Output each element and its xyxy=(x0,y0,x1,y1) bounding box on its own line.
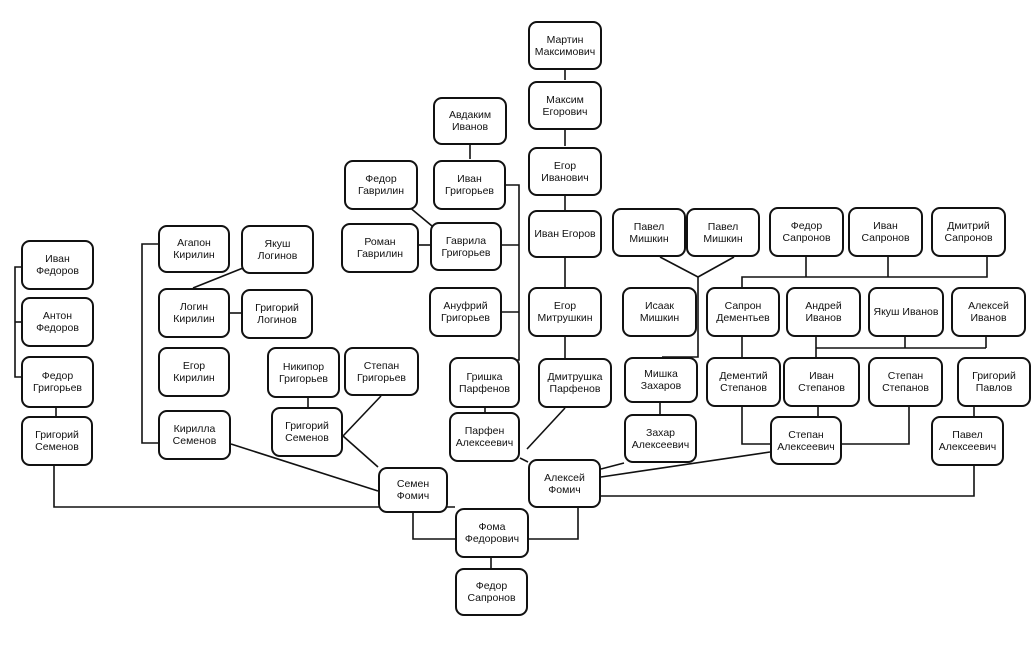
connector xyxy=(842,407,910,445)
person-node-grigoriy-semenov-m: Григорий Семенов xyxy=(271,407,343,457)
person-node-grigoriy-semenov-l: Григорий Семенов xyxy=(21,416,93,466)
connector xyxy=(230,443,379,492)
person-node-isaak-mishkin: Исаак Мишкин xyxy=(622,287,697,337)
person-node-dementiy: Дементий Степанов xyxy=(706,357,781,407)
person-node-yakush-loginov: Якуш Логинов xyxy=(241,225,314,274)
person-node-fedor-gavrilin: Федор Гаврилин xyxy=(344,160,418,210)
person-node-stepan-alekseevich: Степан Алексеевич xyxy=(770,416,842,465)
person-node-grigoriy-loginov: Григорий Логинов xyxy=(241,289,313,339)
person-node-egor-ivanovich: Егор Иванович xyxy=(528,147,602,196)
person-node-grishka: Гришка Парфенов xyxy=(449,357,520,408)
person-node-ivan-stepanov: Иван Степанов xyxy=(783,357,860,407)
person-node-agapon: Агапон Кирилин xyxy=(158,225,230,273)
person-node-anton-fedorov: Антон Федоров xyxy=(21,297,94,347)
person-node-zakhar: Захар Алексеевич xyxy=(624,414,697,463)
person-node-ivan-fedorov: Иван Федоров xyxy=(21,240,94,290)
connector xyxy=(529,508,579,540)
connector xyxy=(526,407,566,450)
person-node-anufriy: Ануфрий Григорьев xyxy=(429,287,502,337)
person-node-parfen: Парфен Алексеевич xyxy=(449,412,520,462)
connector xyxy=(506,184,520,361)
person-node-pavel-mishkin-2: Павел Мишкин xyxy=(686,208,760,257)
person-node-gavrila: Гаврила Григорьев xyxy=(430,222,502,271)
person-node-maksim: Максим Егорович xyxy=(528,81,602,130)
connector xyxy=(192,267,244,289)
connector xyxy=(600,462,625,470)
person-node-ivan-sapronov: Иван Сапронов xyxy=(848,207,923,257)
person-node-foma: Фома Федорович xyxy=(455,508,529,558)
connector xyxy=(741,407,770,445)
person-node-ivan-egorov: Иван Егоров xyxy=(528,210,602,258)
person-node-stepan-stepanov: Степан Степанов xyxy=(868,357,943,407)
person-node-avdakim: Авдаким Иванов xyxy=(433,97,507,145)
person-node-yakush-ivanov: Якуш Иванов xyxy=(868,287,944,337)
connector xyxy=(342,395,382,437)
connector xyxy=(412,513,455,540)
connector xyxy=(741,257,988,287)
connector xyxy=(53,466,455,508)
person-node-ivan-grigoriev: Иван Григорьев xyxy=(433,160,506,210)
person-node-fedor-grigoriev: Федор Григорьев xyxy=(21,356,94,408)
person-node-pavel-alekseevich: Павел Алексеевич xyxy=(931,416,1004,466)
connector xyxy=(697,256,735,278)
person-node-login-kirilin: Логин Кирилин xyxy=(158,288,230,338)
person-node-sapron: Сапрон Дементьев xyxy=(706,287,780,337)
person-node-egor-kirilin: Егор Кирилин xyxy=(158,347,230,397)
person-node-roman-gavrilin: Роман Гаврилин xyxy=(341,223,419,273)
person-node-nikipor: Никипор Григорьев xyxy=(267,347,340,398)
person-node-fedor-sapronov-top: Федор Сапронов xyxy=(769,207,844,257)
connector xyxy=(600,451,771,478)
person-node-aleksey-ivanov: Алексей Иванов xyxy=(951,287,1026,337)
connector xyxy=(141,243,158,444)
connector xyxy=(519,457,529,463)
person-node-semen-fomich: Семен Фомич xyxy=(378,467,448,513)
connector xyxy=(601,466,975,497)
person-node-fedor-sapronov-bottom: Федор Сапронов xyxy=(455,568,528,616)
person-node-egor-mitrushkin: Егор Митрушкин xyxy=(528,287,602,337)
person-node-dmitriy-sapronov: Дмитрий Сапронов xyxy=(931,207,1006,257)
person-node-aleksey-fomich: Алексей Фомич xyxy=(528,459,601,508)
person-node-grigoriy-pavlov: Григорий Павлов xyxy=(957,357,1031,407)
person-node-kirilla-semenov: Кирилла Семенов xyxy=(158,410,231,460)
connector xyxy=(659,256,699,278)
person-node-martin: Мартин Максимович xyxy=(528,21,602,70)
person-node-pavel-mishkin-1: Павел Мишкин xyxy=(612,208,686,257)
person-node-mishka-zakharov: Мишка Захаров xyxy=(624,357,698,403)
person-node-stepan-grigoriev: Степан Григорьев xyxy=(344,347,419,396)
connector xyxy=(342,435,379,468)
person-node-dmitrushka: Дмитрушка Парфенов xyxy=(538,358,612,408)
person-node-andrey-ivanov: Андрей Иванов xyxy=(786,287,861,337)
